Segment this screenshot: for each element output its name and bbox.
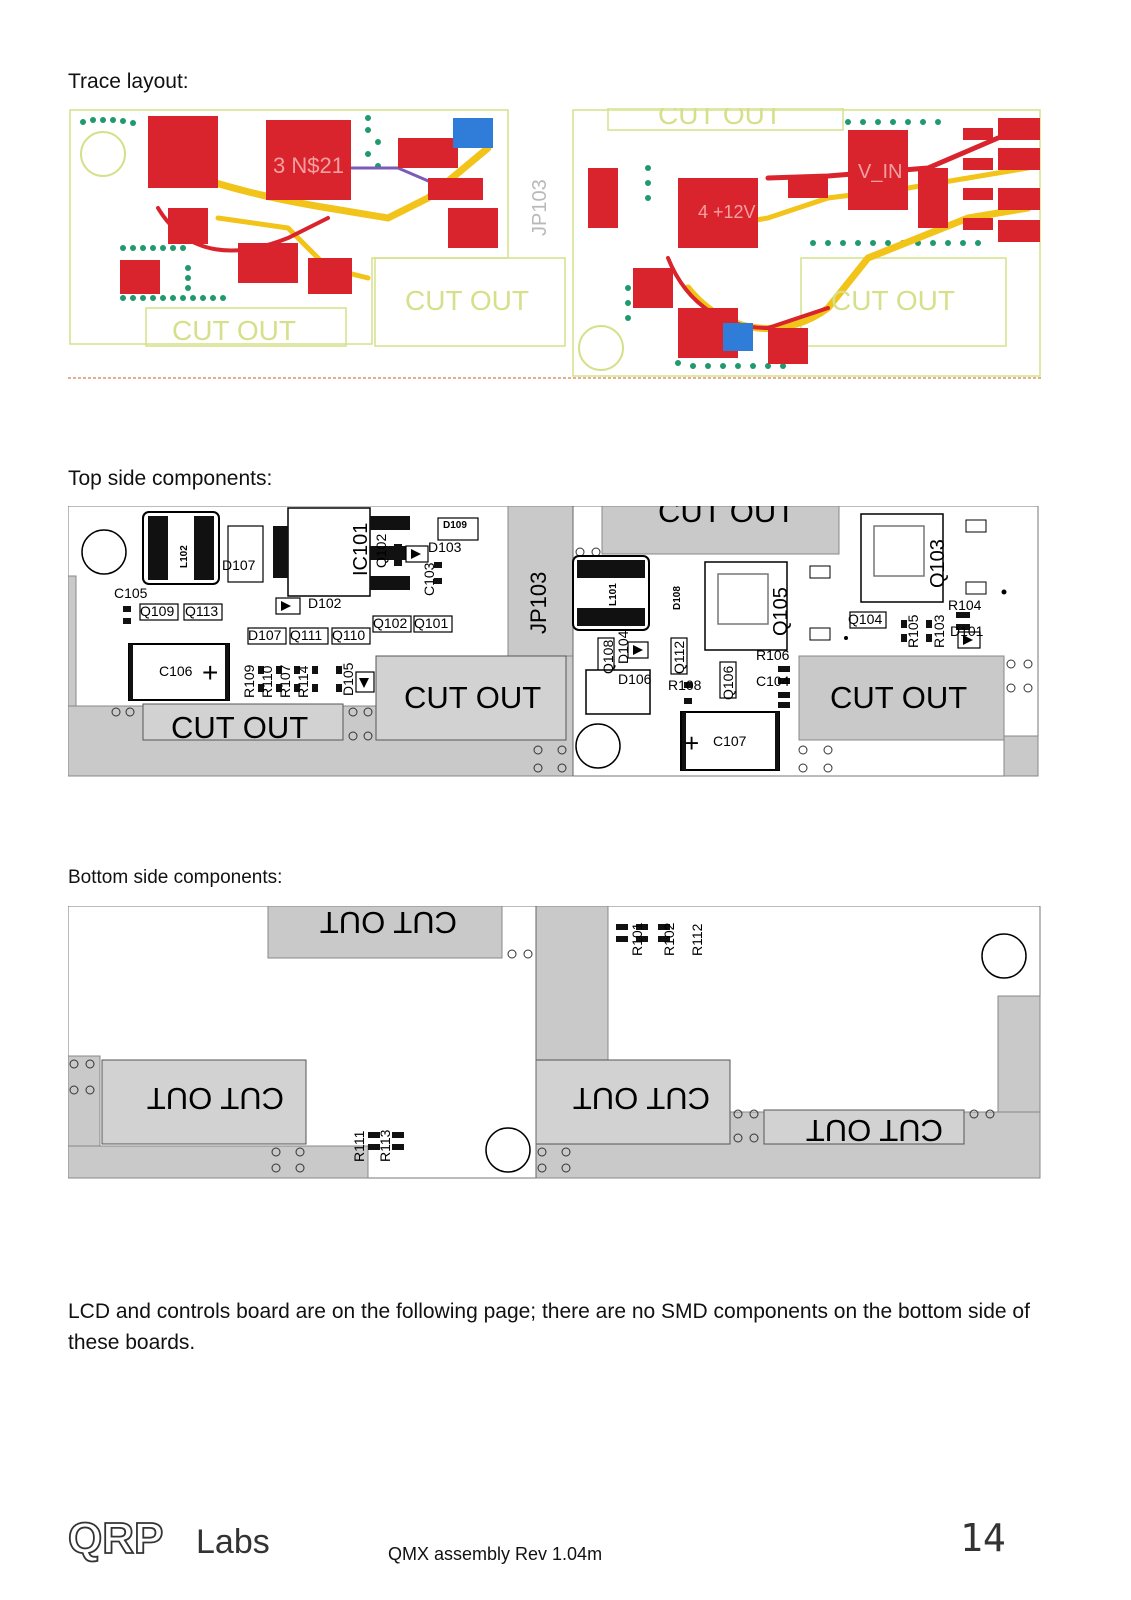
svg-text:C105: C105 xyxy=(114,585,148,601)
svg-text:Q111: Q111 xyxy=(290,627,322,643)
svg-text:R104: R104 xyxy=(948,597,982,613)
trace-cutout-right-label: CUT OUT xyxy=(831,285,955,316)
trace-jp103-label: JP103 xyxy=(529,179,551,236)
logo-labs-text: Labs xyxy=(196,1523,270,1561)
trace-net-12v-label: 4 +12V xyxy=(698,202,756,222)
top-components-figure: + + C105 D107 D102 D103 Q109 Q113 D107 Q… xyxy=(68,506,1039,777)
trace-net-vin-label: V_IN xyxy=(858,161,902,183)
bottom-components-figure: R101 R102 R112 R111 R113 CUT OUT CUT OUT… xyxy=(68,906,1041,1179)
svg-text:Q102: Q102 xyxy=(373,534,389,568)
svg-text:+: + xyxy=(684,728,699,758)
svg-text:R114: R114 xyxy=(295,665,311,698)
svg-text:L102: L102 xyxy=(179,545,190,568)
svg-text:R106: R106 xyxy=(756,647,790,663)
svg-text:Q112: Q112 xyxy=(671,641,687,674)
svg-text:Q102: Q102 xyxy=(373,615,407,631)
top-jp103-label: JP103 xyxy=(526,572,551,634)
svg-text:D107: D107 xyxy=(222,557,256,573)
top-cutout-top-label: CUT OUT xyxy=(658,506,795,529)
bottom-cutout-left-label: CUT OUT xyxy=(147,1081,284,1116)
svg-text:Q104: Q104 xyxy=(848,611,882,627)
svg-text:R103: R103 xyxy=(931,614,947,648)
svg-text:IC101: IC101 xyxy=(350,523,372,576)
qrp-labs-logo: QRP Labs xyxy=(68,1515,270,1564)
svg-text:D102: D102 xyxy=(308,595,342,611)
trace-layout-figure: CUT OUT CUT OUT CUT OUT CUT OUT JP103 3 … xyxy=(68,108,1043,379)
svg-text:Q105: Q105 xyxy=(770,587,792,636)
svg-text:Q103: Q103 xyxy=(927,539,949,588)
svg-text:Q108: Q108 xyxy=(600,640,616,674)
trace-cutout-top-label: CUT OUT xyxy=(658,108,782,130)
footer-doc-title: QMX assembly Rev 1.04m xyxy=(388,1544,603,1564)
logo-qrp-text: QRP xyxy=(68,1515,163,1563)
trace-net-n21-label: 3 N$21 xyxy=(273,153,344,178)
svg-text:D109: D109 xyxy=(443,520,467,531)
svg-text:R112: R112 xyxy=(689,923,705,956)
svg-text:D108: D108 xyxy=(672,586,683,610)
inductor-l102 xyxy=(142,511,220,585)
svg-text:R110: R110 xyxy=(259,665,275,698)
svg-text:R102: R102 xyxy=(661,922,677,956)
top-cutout-right-label: CUT OUT xyxy=(830,680,967,715)
svg-text:C107: C107 xyxy=(713,733,747,749)
top-components-heading: Top side components: xyxy=(68,467,273,490)
svg-text:R113: R113 xyxy=(377,1129,393,1162)
svg-text:C103: C103 xyxy=(421,562,437,596)
svg-text:+: + xyxy=(202,657,218,688)
svg-text:Q109: Q109 xyxy=(140,603,174,619)
svg-text:R105: R105 xyxy=(905,614,921,648)
bottom-cutout-mid-label: CUT OUT xyxy=(573,1081,710,1116)
trace-layout-heading: Trace layout: xyxy=(68,70,189,93)
svg-text:R101: R101 xyxy=(629,922,645,956)
svg-text:D101: D101 xyxy=(950,623,984,639)
svg-text:Q113: Q113 xyxy=(185,603,218,619)
svg-text:D103: D103 xyxy=(428,539,462,555)
svg-text:D106: D106 xyxy=(618,671,652,687)
bottom-cutout-top-label: CUT OUT xyxy=(320,906,457,940)
body-paragraph: LCD and controls board are on the follow… xyxy=(68,1300,1030,1354)
svg-text:Q101: Q101 xyxy=(414,615,448,631)
svg-text:R109: R109 xyxy=(241,664,257,698)
svg-text:R108: R108 xyxy=(668,677,702,693)
regulator-ic101 xyxy=(273,507,410,597)
bottom-components-heading: Bottom side components: xyxy=(68,867,283,888)
svg-text:R111: R111 xyxy=(351,1130,367,1162)
page-number: 14 xyxy=(960,1516,1006,1560)
inductor-l101 xyxy=(572,555,650,631)
svg-text:D107: D107 xyxy=(248,627,282,643)
trace-cutout-left-label: CUT OUT xyxy=(172,315,296,346)
svg-text:L101: L101 xyxy=(608,583,619,606)
svg-text:C106: C106 xyxy=(159,663,193,679)
svg-text:Q110: Q110 xyxy=(332,627,365,643)
svg-text:R107: R107 xyxy=(277,664,293,698)
svg-text:D105: D105 xyxy=(340,662,356,696)
svg-text:Q106: Q106 xyxy=(720,666,736,700)
bottom-cutout-right-label: CUT OUT xyxy=(806,1113,943,1148)
trace-cutout-mid-label: CUT OUT xyxy=(405,285,529,316)
top-cutout-mid-label: CUT OUT xyxy=(404,680,541,715)
top-cutout-left-label: CUT OUT xyxy=(171,710,308,745)
svg-text:C104: C104 xyxy=(756,673,790,689)
svg-text:D104: D104 xyxy=(615,630,631,664)
